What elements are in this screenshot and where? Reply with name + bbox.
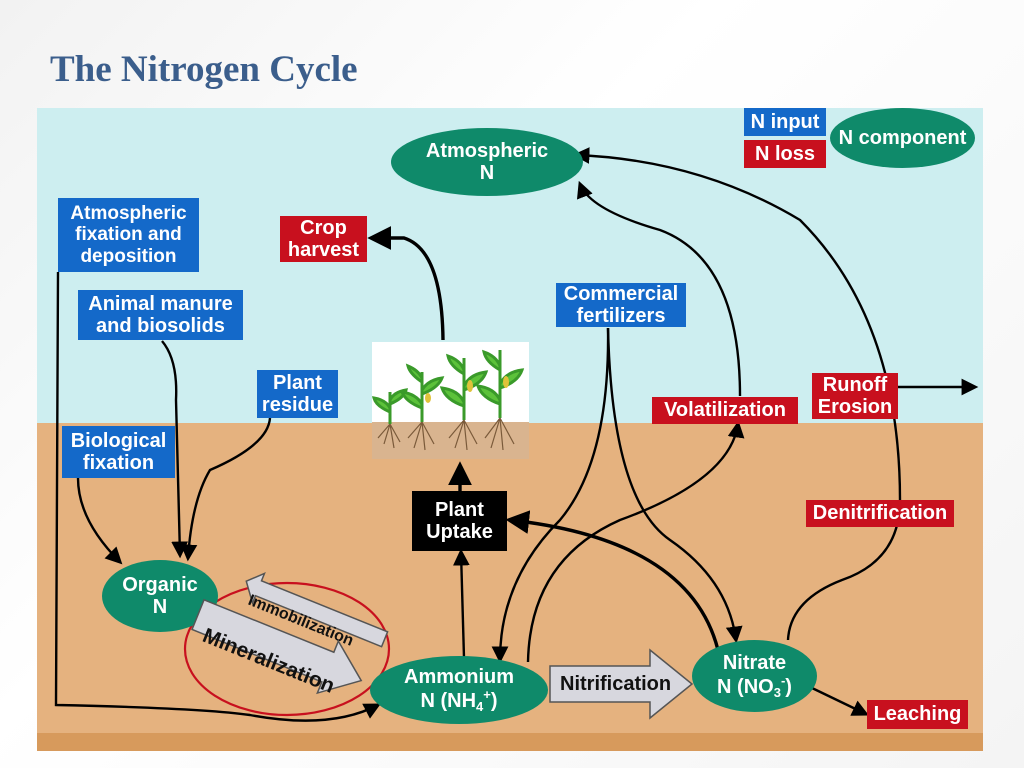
- nitrate-superscript: -: [780, 672, 786, 688]
- loss-runoff-erosion: Runoff Erosion: [812, 373, 898, 419]
- immobilization-arrow: [245, 572, 389, 648]
- loss-denitrification: Denitrification: [806, 500, 954, 527]
- legend-n-loss: N loss: [744, 140, 826, 168]
- ammonium-n-oval: Ammonium N (NH4+): [370, 656, 548, 724]
- legend-n-component: N component: [830, 108, 975, 168]
- ammonium-superscript: +: [483, 686, 491, 702]
- input-commercial-fertilizers: Commercial fertilizers: [556, 283, 686, 327]
- ammonium-label: Ammonium N (NH: [404, 665, 514, 712]
- loss-crop-harvest: Crop harvest: [280, 216, 367, 262]
- atmospheric-n-oval: Atmospheric N: [391, 128, 583, 196]
- nitrate-label: Nitrate N (NO: [717, 651, 787, 698]
- ammonium-subscript: 4: [476, 698, 484, 714]
- loss-leaching: Leaching: [867, 700, 968, 729]
- nitrate-close: ): [785, 675, 792, 698]
- nitrate-subscript: 3: [773, 684, 781, 700]
- slide-title: The Nitrogen Cycle: [50, 49, 358, 90]
- input-animal-manure: Animal manure and biosolids: [78, 290, 243, 340]
- loss-volatilization: Volatilization: [652, 397, 798, 424]
- corn-plants-illustration: [372, 342, 529, 459]
- input-plant-residue: Plant residue: [257, 370, 338, 418]
- input-atmospheric-fixation: Atmospheric fixation and deposition: [58, 198, 199, 272]
- input-biological-fixation: Biological fixation: [62, 426, 175, 478]
- nitrification-arrow: [549, 648, 694, 720]
- mineralization-arrow: [191, 598, 363, 695]
- ammonium-close: ): [490, 689, 498, 712]
- nitrate-n-oval: Nitrate N (NO3-): [692, 640, 817, 712]
- legend-n-input: N input: [744, 108, 826, 136]
- nitrification-label: Nitrification: [560, 673, 672, 695]
- process-plant-uptake: Plant Uptake: [412, 491, 507, 551]
- soil-bottom-band: [37, 733, 983, 751]
